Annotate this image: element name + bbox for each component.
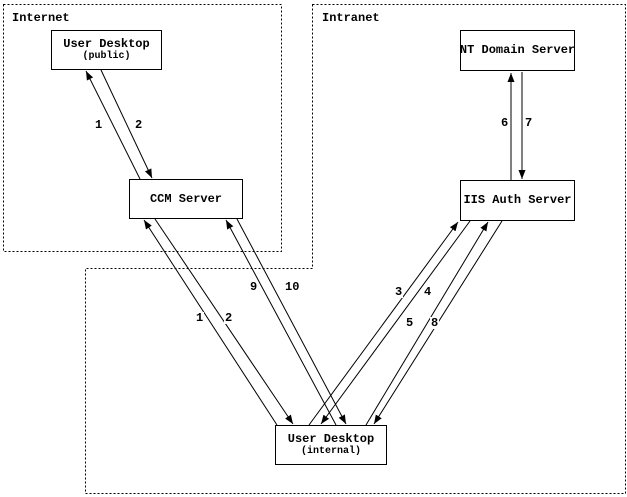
node-user-desktop-public-title: User Desktop	[63, 36, 150, 51]
node-iis-auth-server: IIS Auth Server	[460, 180, 575, 221]
node-iis-auth-server-title: IIS Auth Server	[463, 193, 572, 208]
arrow-internal-desktop-to-iis-5	[365, 221, 489, 426]
flow-label-5: 5	[405, 316, 415, 330]
arrow-ccm-to-public-desktop-1	[85, 70, 141, 180]
flow-label-7: 7	[524, 116, 534, 130]
node-user-desktop-internal-title: User Desktop	[287, 431, 375, 446]
flow-label-6: 6	[500, 116, 510, 130]
flow-label-10: 10	[284, 280, 301, 294]
arrow-internal-desktop-to-ccm-1	[143, 219, 278, 426]
flow-label-internal-1: 1	[195, 311, 205, 325]
arrow-ccm-to-internal-desktop-10	[236, 218, 347, 425]
node-user-desktop-public: User Desktop (public)	[51, 30, 162, 70]
zone-internet-outline	[3, 4, 282, 252]
node-user-desktop-internal: User Desktop (internal)	[275, 425, 387, 465]
node-ccm-server-title: CCM Server	[149, 191, 222, 206]
node-user-desktop-internal-subtitle: (internal)	[300, 445, 361, 457]
flow-label-public-2: 2	[134, 118, 144, 132]
flow-label-4: 4	[423, 285, 433, 299]
arrow-iis-to-internal-desktop-4	[320, 220, 471, 425]
flow-label-internal-2: 2	[224, 311, 234, 325]
zone-internet-label: Internet	[12, 11, 70, 25]
flow-label-9: 9	[249, 280, 259, 294]
zone-intranet-label: Intranet	[322, 11, 380, 25]
node-nt-domain-server: NT Domain Server	[460, 30, 575, 71]
zone-intranet-outline	[85, 4, 626, 494]
node-user-desktop-public-subtitle: (public)	[82, 50, 131, 62]
arrow-public-desktop-to-ccm-2	[100, 69, 153, 179]
node-ccm-server: CCM Server	[129, 179, 243, 219]
flow-label-3: 3	[394, 285, 404, 299]
node-nt-domain-server-title: NT Domain Server	[459, 43, 576, 58]
arrow-internal-desktop-to-ccm-9	[225, 219, 337, 426]
flow-label-public-1: 1	[94, 118, 104, 132]
flow-label-8: 8	[430, 316, 440, 330]
arrow-internal-desktop-to-iis-3	[308, 221, 459, 426]
